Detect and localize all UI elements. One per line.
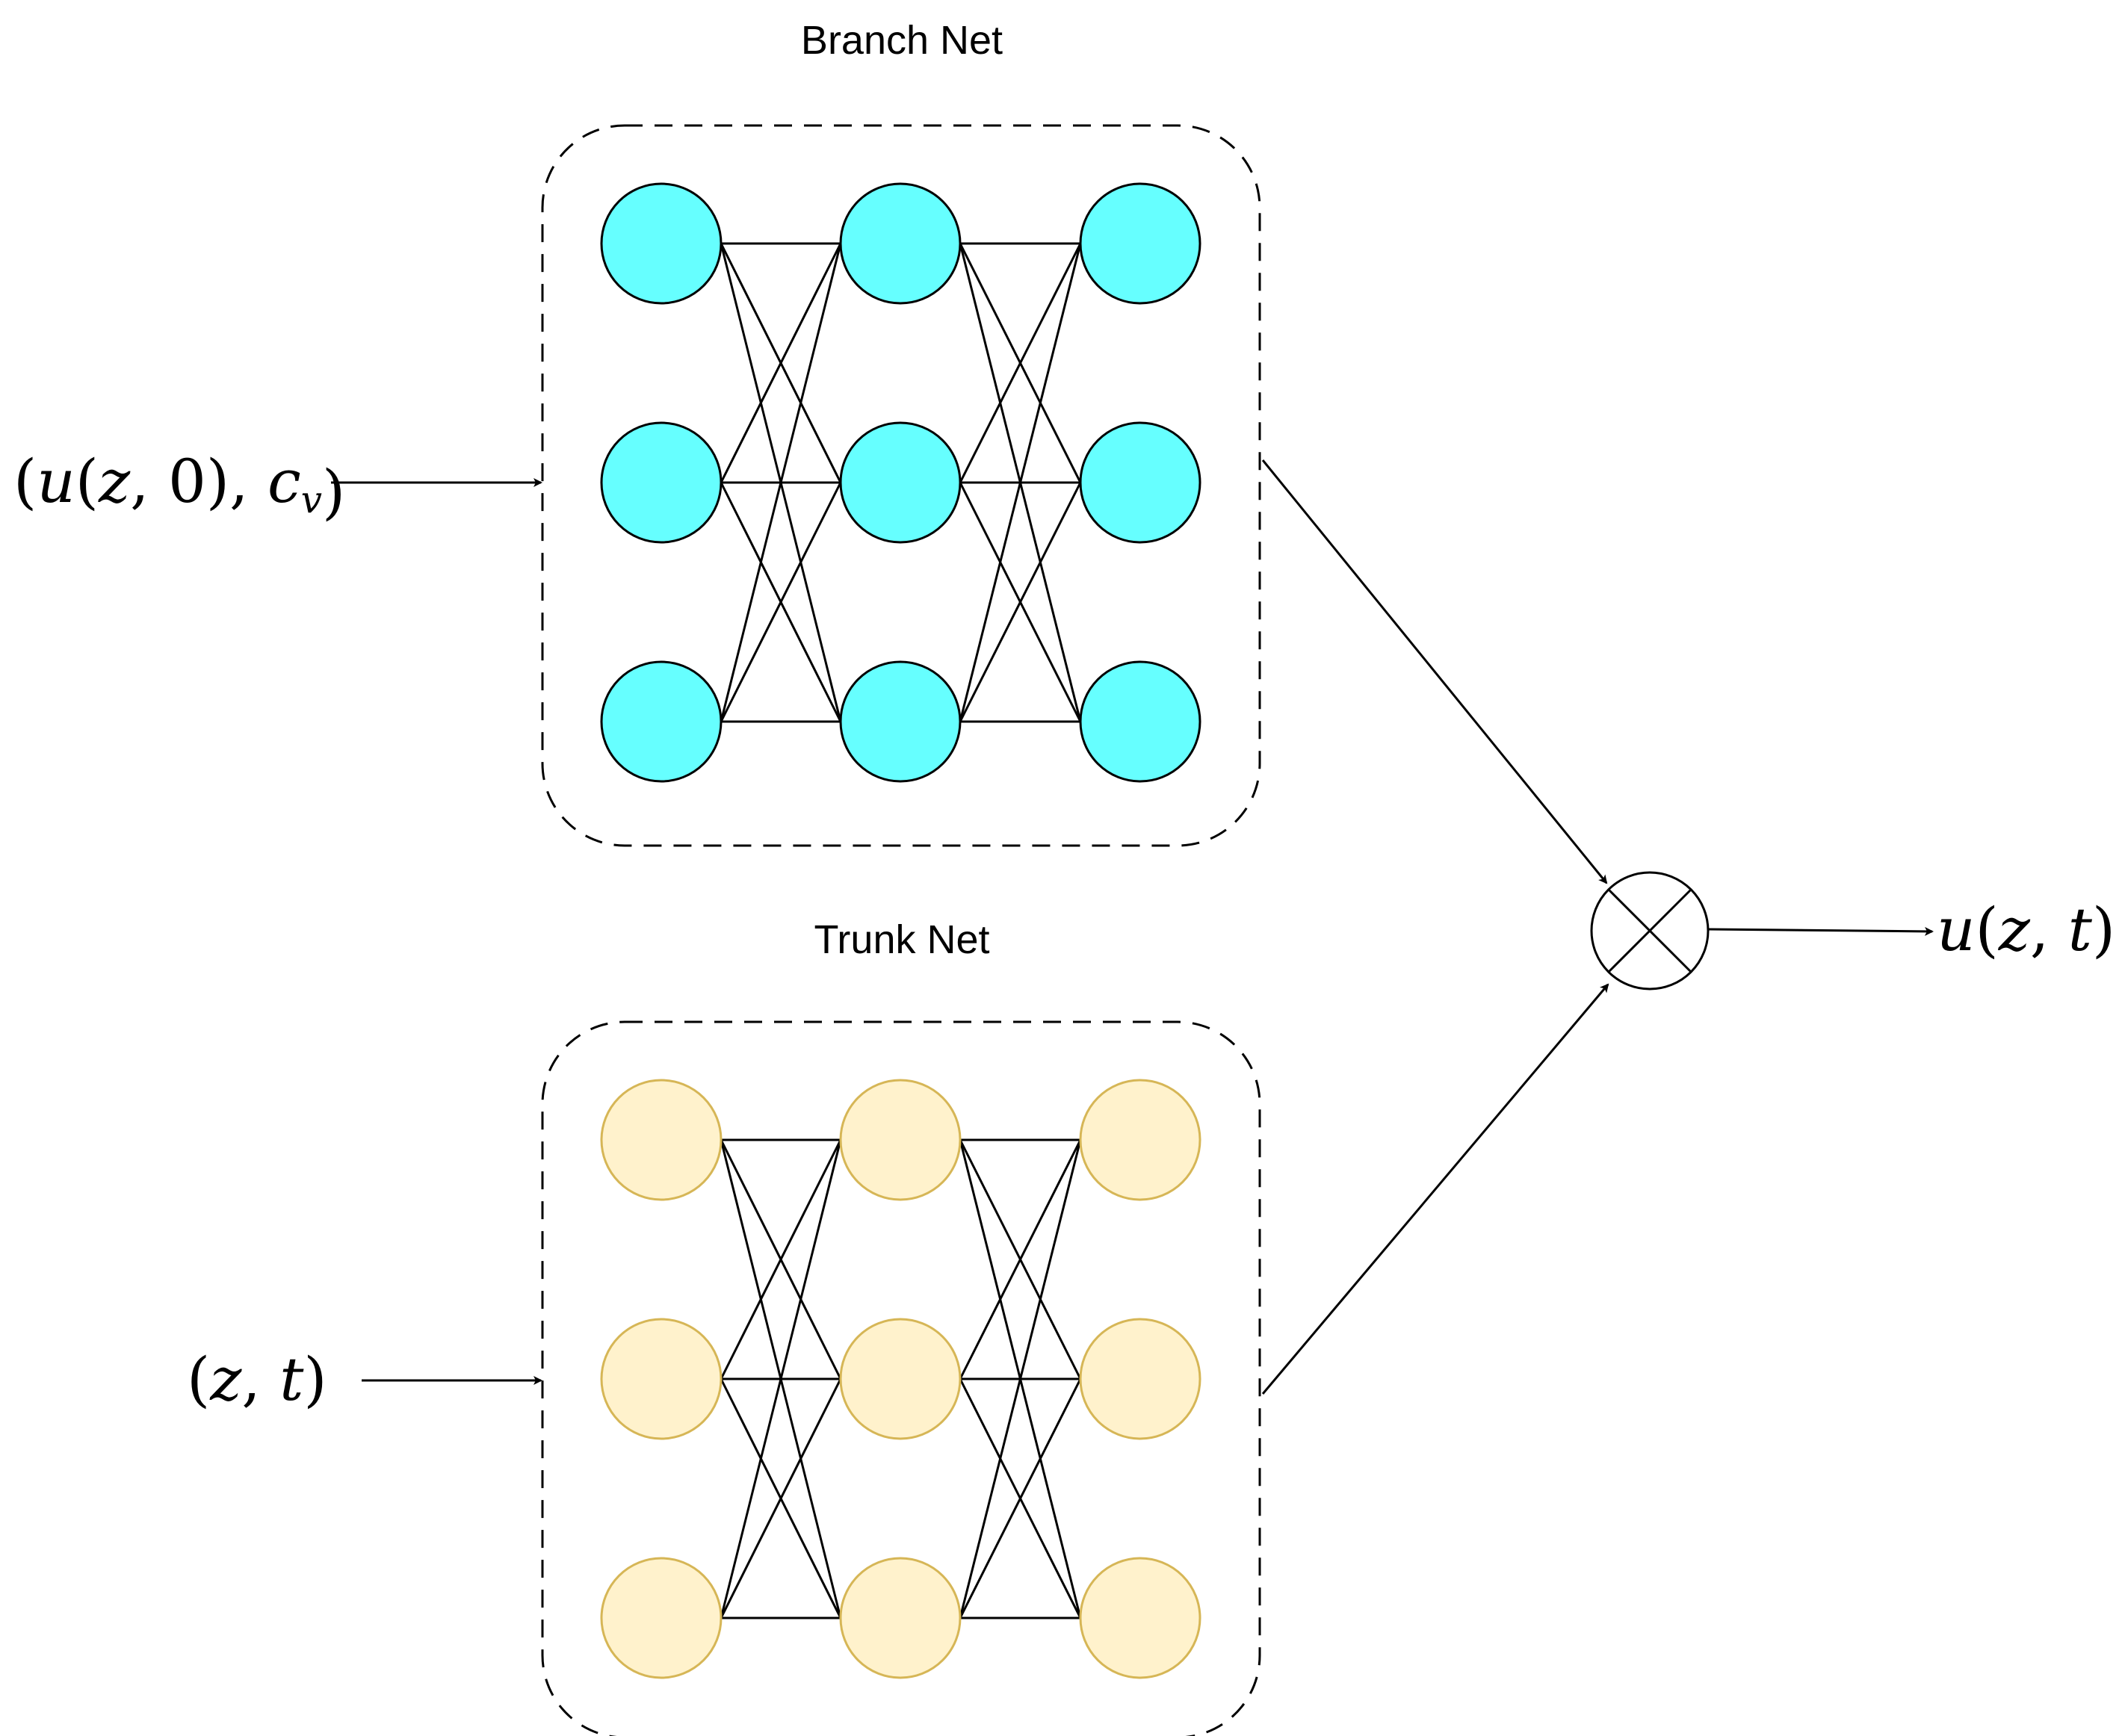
branch-input-label: (u(z, 0), cv) bbox=[13, 447, 345, 527]
trunk-net-nodes bbox=[600, 1079, 1201, 1679]
branch-neuron-layer2-node2 bbox=[839, 421, 962, 544]
trunk-neuron-layer1-node3 bbox=[600, 1557, 723, 1679]
branch-neuron-layer3-node2 bbox=[1079, 421, 1201, 544]
trunk-connection bbox=[959, 1378, 1082, 1619]
branch-neuron-layer3-node3 bbox=[1079, 660, 1201, 783]
trunk-neuron-layer3-node1 bbox=[1079, 1079, 1201, 1201]
branch-connection bbox=[959, 243, 1082, 483]
branch-connection bbox=[720, 243, 842, 483]
trunk-connection bbox=[720, 1139, 842, 1619]
branch-net-title: Branch Net bbox=[801, 18, 1003, 63]
branch-neuron-layer2-node1 bbox=[839, 182, 962, 305]
trunk-connection bbox=[959, 1139, 1082, 1380]
branch-neuron-layer1-node3 bbox=[600, 660, 723, 783]
branch-connection bbox=[959, 482, 1082, 722]
output-arrow bbox=[1708, 926, 1934, 936]
trunk-neuron-layer3-node3 bbox=[1079, 1557, 1201, 1679]
branch-to-product-arrow bbox=[1261, 459, 1608, 884]
trunk-input-label: (z, t) bbox=[187, 1345, 327, 1414]
trunk-neuron-layer1-node1 bbox=[600, 1079, 723, 1201]
branch-connection bbox=[720, 243, 842, 722]
branch-net-container bbox=[541, 124, 1261, 847]
branch-neuron-layer1-node2 bbox=[600, 421, 723, 544]
branch-connection bbox=[720, 482, 842, 722]
trunk-neuron-layer3-node2 bbox=[1079, 1318, 1201, 1440]
branch-neuron-layer2-node3 bbox=[839, 660, 962, 783]
multiply-operator-icon bbox=[1590, 871, 1710, 991]
branch-neuron-layer3-node1 bbox=[1079, 182, 1201, 305]
trunk-connection bbox=[959, 1139, 1082, 1619]
branch-net-nodes bbox=[600, 182, 1201, 783]
trunk-neuron-layer2-node1 bbox=[839, 1079, 962, 1201]
branch-net-connections bbox=[720, 242, 1082, 723]
trunk-neuron-layer1-node2 bbox=[600, 1318, 723, 1440]
trunk-to-product-arrow bbox=[1261, 983, 1609, 1395]
branch-connection bbox=[959, 243, 1082, 722]
trunk-neuron-layer2-node3 bbox=[839, 1557, 962, 1679]
trunk-net-title: Trunk Net bbox=[814, 917, 989, 962]
trunk-neuron-layer2-node2 bbox=[839, 1318, 962, 1440]
trunk-connection bbox=[720, 1139, 842, 1380]
trunk-connection bbox=[720, 1378, 842, 1619]
branch-neuron-layer1-node1 bbox=[600, 182, 723, 305]
trunk-net-connections bbox=[720, 1138, 1082, 1619]
trunk-net-container bbox=[541, 1020, 1261, 1736]
output-label: u(z, t) bbox=[1937, 895, 2115, 964]
